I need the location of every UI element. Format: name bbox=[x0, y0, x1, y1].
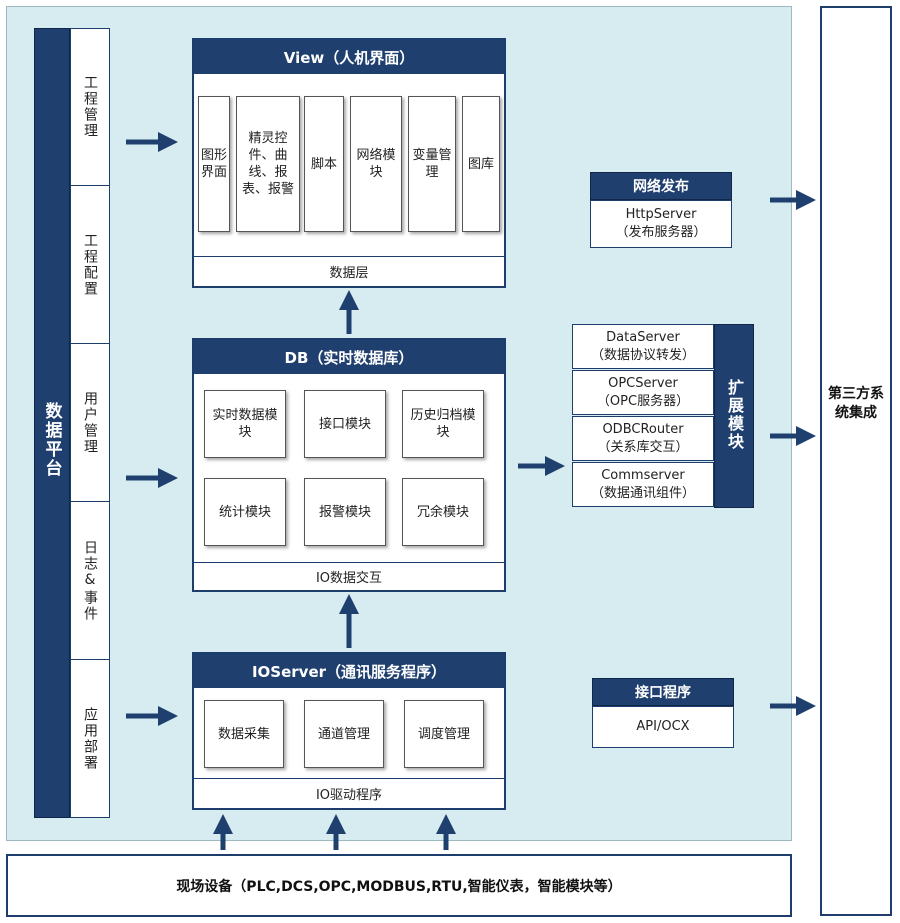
db-module: 统计模块 bbox=[204, 478, 286, 546]
data-platform-bar bbox=[34, 28, 70, 818]
view-block-title: View（人机界面） bbox=[194, 40, 504, 74]
view-module: 变量管理 bbox=[408, 96, 456, 232]
interface-program-title: 接口程序 bbox=[592, 678, 734, 706]
view-module: 图库 bbox=[462, 96, 500, 232]
side-item-project-management: 工程管理 bbox=[70, 28, 110, 186]
ext-item-opcserver: OPCServer（OPC服务器） bbox=[572, 370, 714, 415]
db-module: 冗余模块 bbox=[402, 478, 484, 546]
extension-modules-bar bbox=[714, 324, 754, 508]
ioserver-module: 数据采集 bbox=[204, 700, 284, 768]
ext-item-dataserver: DataServer（数据协议转发） bbox=[572, 324, 714, 369]
httpserver-label: HttpServer bbox=[625, 207, 697, 222]
db-block-title: DB（实时数据库） bbox=[194, 340, 504, 374]
field-devices-bar: 现场设备（PLC,DCS,OPC,MODBUS,RTU,智能仪表，智能模块等） bbox=[6, 854, 792, 917]
ioserver-module: 调度管理 bbox=[404, 700, 484, 768]
db-module: 实时数据模块 bbox=[204, 390, 286, 458]
network-publish-title: 网络发布 bbox=[590, 172, 732, 200]
side-item-app-deployment: 应用部署 bbox=[82, 707, 98, 771]
third-party-label: 第三方系统集成 bbox=[828, 386, 884, 421]
ioserver-io-driver: IO驱动程序 bbox=[194, 778, 504, 808]
side-column bbox=[70, 28, 110, 818]
network-publish-body: HttpServer （发布服务器） bbox=[590, 200, 732, 248]
db-io-exchange: IO数据交互 bbox=[194, 562, 504, 590]
view-module: 精灵控件、曲线、报表、报警 bbox=[236, 96, 300, 232]
side-item-project-config: 工程配置 bbox=[70, 186, 110, 344]
view-data-layer: 数据层 bbox=[194, 256, 504, 286]
httpserver-desc: （发布服务器） bbox=[615, 225, 707, 240]
extension-modules-label: 扩展模块 bbox=[725, 379, 744, 451]
db-module: 报警模块 bbox=[304, 478, 386, 546]
view-module: 网络模块 bbox=[350, 96, 402, 232]
side-item-log-events: 日志&事件 bbox=[70, 502, 110, 660]
db-module: 接口模块 bbox=[304, 390, 386, 458]
side-item-user-management: 用户管理 bbox=[70, 344, 110, 502]
data-platform-label: 数据平台 bbox=[41, 402, 62, 478]
ioserver-module: 通道管理 bbox=[304, 700, 384, 768]
ext-item-odbcrouter: ODBCRouter（关系库交互） bbox=[572, 416, 714, 461]
third-party-integration-box bbox=[820, 6, 892, 916]
ext-item-commserver: Commserver（数据通讯组件） bbox=[572, 462, 714, 507]
view-module: 图形界面 bbox=[198, 96, 230, 232]
db-block bbox=[192, 338, 506, 592]
interface-program-body: API/OCX bbox=[592, 706, 734, 748]
view-module: 脚本 bbox=[304, 96, 344, 232]
db-module: 历史归档模块 bbox=[402, 390, 484, 458]
ioserver-block-title: IOServer（通讯服务程序） bbox=[194, 654, 504, 688]
